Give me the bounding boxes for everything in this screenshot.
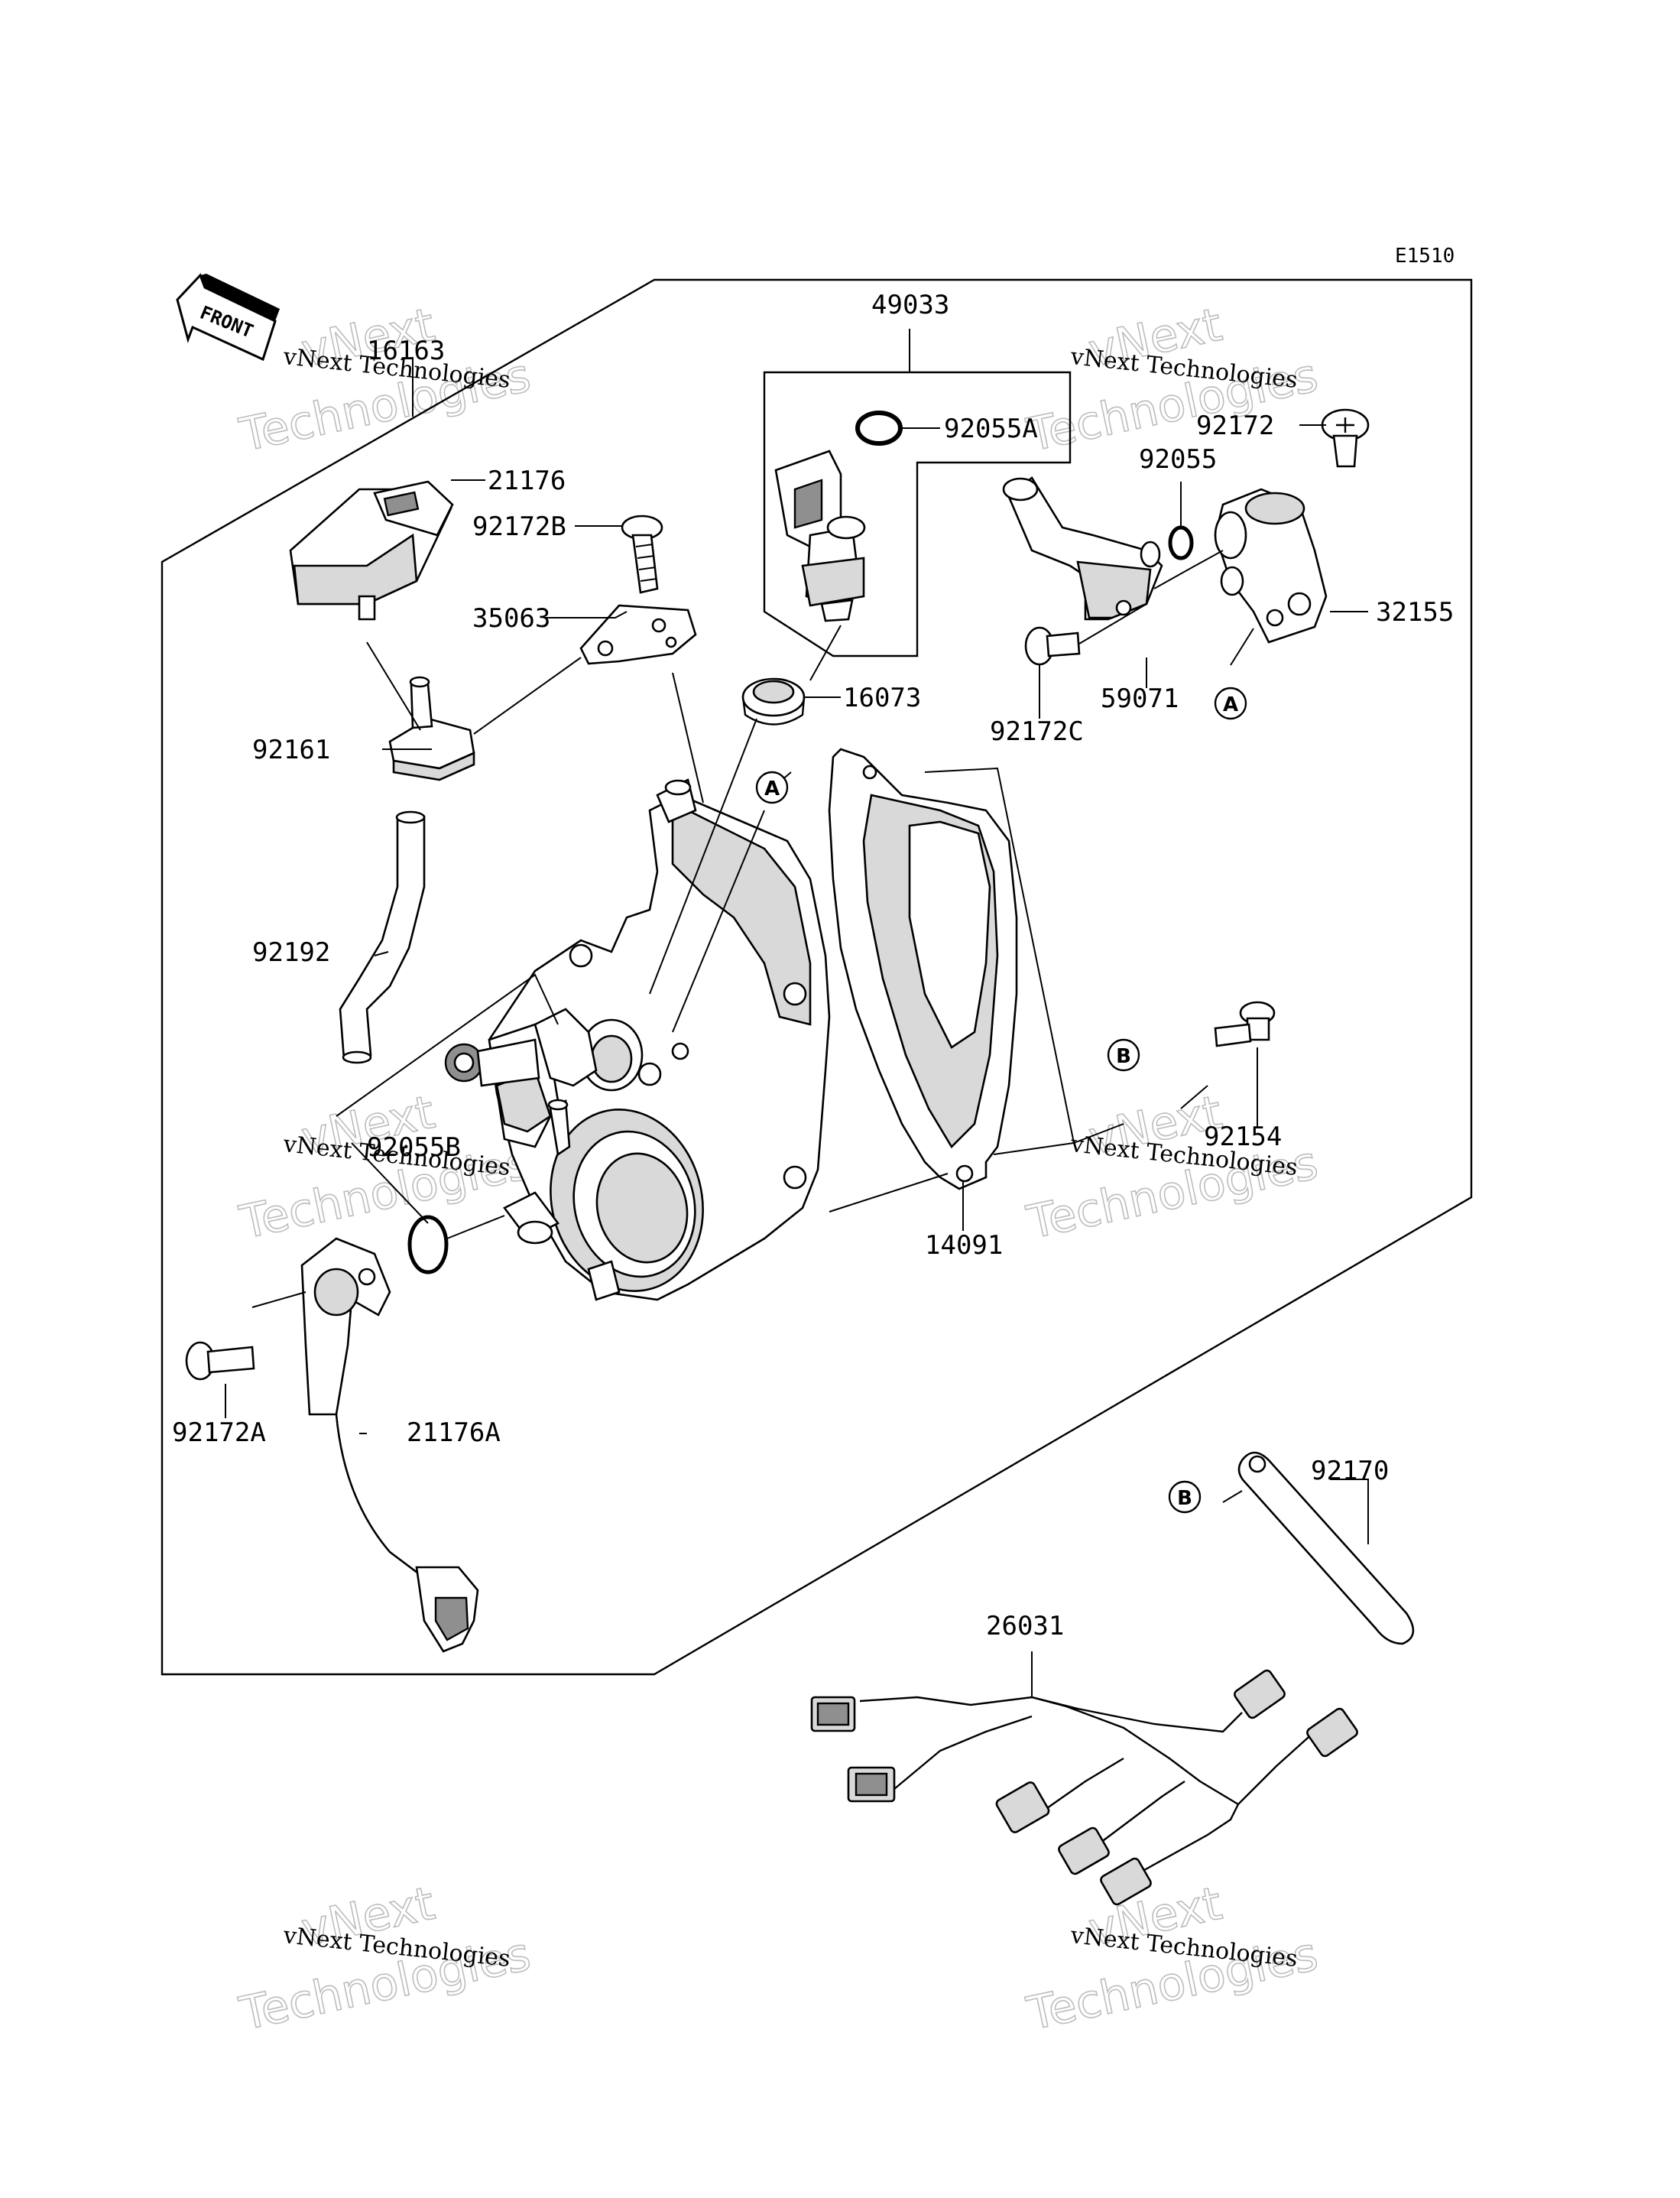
label-35063: 35063 — [472, 603, 550, 634]
label-16073: 16073 — [843, 683, 921, 713]
cap-sensor-32155 — [1214, 488, 1328, 644]
bolt-92172C — [1024, 626, 1081, 666]
svg-text:A: A — [764, 778, 780, 800]
o-ring-92055B — [407, 1215, 449, 1274]
tps-sensor-21176A — [300, 1237, 479, 1653]
label-92055B: 92055B — [367, 1132, 461, 1163]
label-92192: 92192 — [252, 937, 330, 968]
label-92172C: 92172C — [990, 716, 1084, 747]
cover-14091 — [828, 748, 1018, 1190]
label-32155: 32155 — [1376, 597, 1454, 628]
svg-text:B: B — [1116, 1045, 1131, 1068]
throttle-body — [444, 778, 831, 1301]
watermark-bottom-left: vNext Technologies vNext Technologies — [235, 1876, 536, 2042]
bolt-92172A — [185, 1341, 255, 1381]
label-92154: 92154 — [1204, 1122, 1282, 1152]
o-ring-92055A — [855, 411, 903, 446]
callout-b-cover: B — [1107, 1038, 1140, 1072]
label-14091: 14091 — [925, 1230, 1003, 1261]
svg-text:B: B — [1177, 1487, 1192, 1510]
leader-59071-axis — [1078, 550, 1224, 644]
svg-text:A: A — [1223, 693, 1238, 716]
watermark-bottom-right: vNext Technologies vNext Technologies — [1022, 1876, 1323, 2042]
watermark-top-left: vNext Technologies vNext Technologies — [235, 297, 536, 463]
label-92172: 92172 — [1196, 411, 1274, 441]
label-92172B: 92172B — [472, 511, 566, 542]
callout-a-valve: A — [1214, 687, 1247, 720]
map-sensor-21176 — [289, 480, 454, 621]
label-92172A: 92172A — [172, 1417, 266, 1448]
watermark-top-right: vNext Technologies vNext Technologies — [1022, 297, 1323, 463]
part-labels: 16163 21176 92172B 35063 92161 92192 920… — [172, 290, 1454, 1641]
callout-a-throttle: A — [755, 771, 789, 804]
idle-valve-59071 — [1002, 476, 1163, 621]
injector-group-bracket — [763, 371, 1072, 657]
screw-92172 — [1321, 408, 1370, 468]
label-26031: 26031 — [986, 1611, 1064, 1641]
bracket-35063 — [579, 604, 697, 665]
injector-49033 — [774, 450, 866, 622]
diagram-code: E1510 — [1395, 245, 1455, 268]
harness-26031 — [810, 1669, 1358, 1906]
label-59071: 59071 — [1101, 683, 1179, 714]
callout-b-strap: B — [1168, 1480, 1202, 1514]
label-49033: 49033 — [871, 290, 949, 320]
fitting-92161 — [388, 676, 475, 781]
grommet-16073 — [741, 677, 806, 726]
label-21176A: 21176A — [407, 1417, 501, 1448]
bolt-92172B — [621, 515, 663, 594]
label-92055: 92055 — [1139, 444, 1217, 475]
strap-92170 — [1237, 1451, 1415, 1645]
label-92055A: 92055A — [944, 414, 1038, 444]
watermark-mid-left: vNext Technologies vNext Technologies — [235, 1085, 536, 1251]
o-ring-92055 — [1168, 525, 1194, 560]
label-92170: 92170 — [1311, 1456, 1389, 1486]
leader-lines — [225, 329, 1369, 1697]
front-arrow-icon: FRONT — [176, 273, 280, 362]
bolt-92154 — [1214, 1001, 1276, 1047]
label-21176: 21176 — [488, 466, 566, 496]
assembly-frame — [161, 278, 1473, 1676]
label-92161: 92161 — [252, 735, 330, 765]
label-16163: 16163 — [367, 336, 445, 366]
hose-92192 — [339, 810, 426, 1064]
